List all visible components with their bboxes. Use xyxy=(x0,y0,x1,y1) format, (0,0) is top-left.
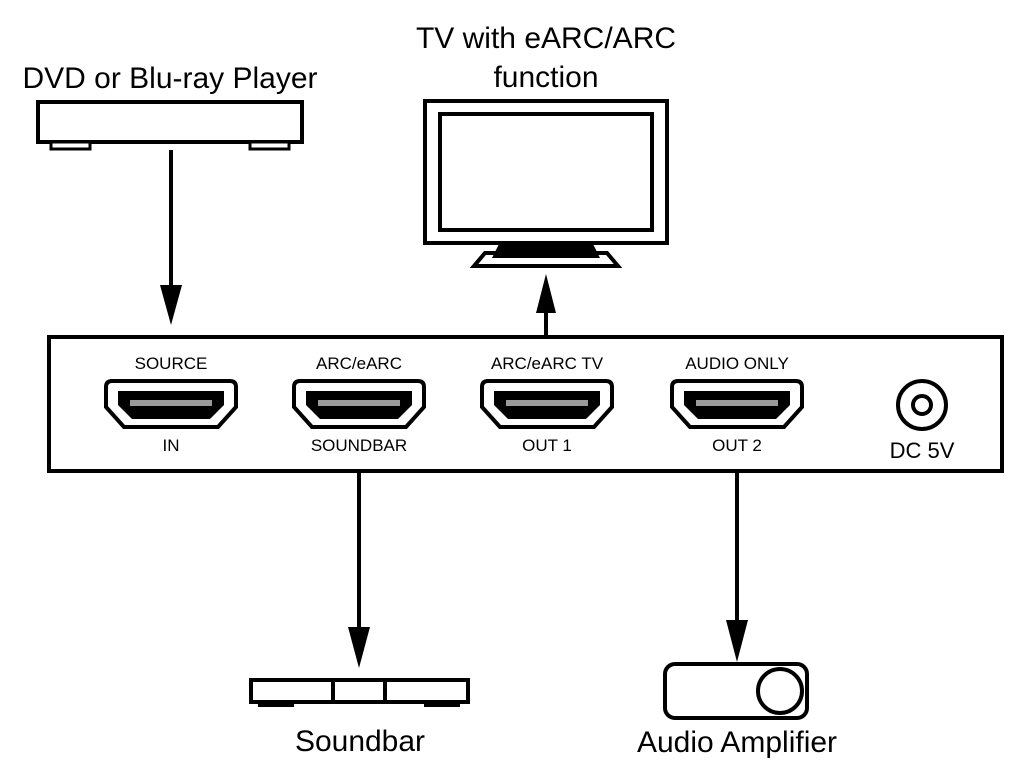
amplifier-label: Audio Amplifier xyxy=(637,726,837,759)
soundbar-icon xyxy=(249,678,470,707)
port-top-label: AUDIO ONLY xyxy=(685,354,789,373)
tv-label-line2: function xyxy=(493,61,598,94)
port-bottom-label: OUT 1 xyxy=(522,436,572,455)
arrow-player-to-source xyxy=(160,150,182,325)
port-soundbar: ARC/eARC SOUNDBAR xyxy=(292,354,426,455)
hdmi-port-icon xyxy=(104,379,238,429)
port-top-label: ARC/eARC xyxy=(316,354,402,373)
power-label: DC 5V xyxy=(890,438,955,463)
dc-power-jack: DC 5V xyxy=(890,379,955,463)
port-top-label: SOURCE xyxy=(135,354,208,373)
port-source-in: SOURCE IN xyxy=(104,354,238,455)
soundbar-label: Soundbar xyxy=(295,725,425,758)
port-bottom-label: OUT 2 xyxy=(712,436,762,455)
power-jack-inner-icon xyxy=(911,394,933,416)
tv-label-line1: TV with eARC/ARC xyxy=(416,22,676,55)
amplifier-icon xyxy=(663,662,809,720)
player-icon xyxy=(36,100,304,151)
port-bottom-label: IN xyxy=(163,436,180,455)
port-audio-out2: AUDIO ONLY OUT 2 xyxy=(670,354,804,455)
port-top-label: ARC/eARC TV xyxy=(491,354,604,373)
hdmi-port-icon xyxy=(480,379,614,429)
arrow-to-amplifier xyxy=(726,471,748,662)
arrow-to-soundbar xyxy=(348,471,370,668)
arrow-out1-to-tv xyxy=(536,274,556,336)
port-bottom-label: SOUNDBAR xyxy=(311,436,407,455)
hdmi-port-icon xyxy=(292,379,426,429)
hdmi-port-icon xyxy=(670,379,804,429)
tv-icon xyxy=(423,99,669,268)
port-tv-out1: ARC/eARC TV OUT 1 xyxy=(480,354,614,455)
player-label: DVD or Blu-ray Player xyxy=(22,62,317,95)
